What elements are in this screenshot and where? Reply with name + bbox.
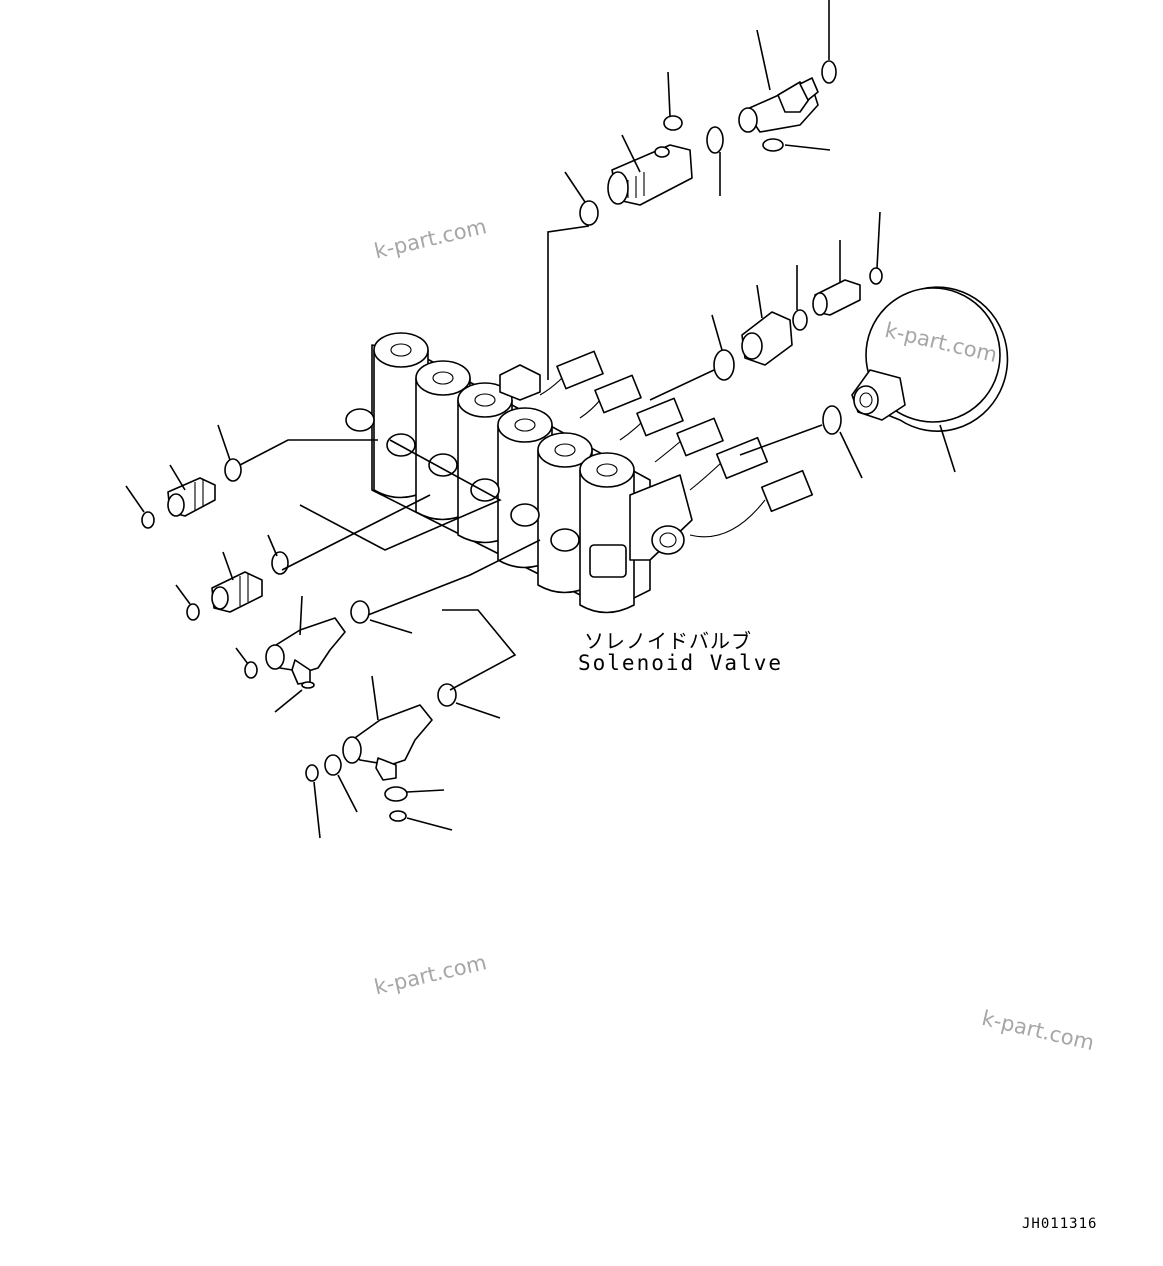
o-ring (389, 810, 407, 822)
connector (619, 397, 684, 441)
o-ring (437, 683, 457, 707)
o-ring (713, 349, 735, 381)
o-ring (822, 405, 842, 435)
o-ring (869, 267, 883, 285)
solenoid-coil (415, 360, 471, 521)
o-ring (271, 551, 289, 575)
elbow-fitting (342, 704, 433, 781)
o-ring (384, 786, 408, 802)
elbow-fitting (265, 617, 346, 689)
plug-fitting (741, 311, 793, 366)
o-ring (186, 603, 200, 621)
accumulator (851, 286, 1009, 432)
tee-fitting-top (607, 144, 693, 206)
o-ring (762, 138, 784, 152)
o-ring (141, 511, 155, 529)
connector (579, 374, 642, 419)
pressure-switch-fitting (738, 77, 819, 133)
o-ring (706, 126, 724, 154)
leader-lines (125, 0, 956, 839)
connector (689, 469, 814, 538)
drawing-number: JH011316 (1022, 1216, 1098, 1232)
o-ring (244, 661, 258, 679)
o-ring (663, 115, 683, 131)
o-ring (324, 754, 342, 776)
o-ring (305, 764, 319, 782)
o-ring (350, 600, 370, 624)
connector (539, 350, 604, 396)
nipple-fitting (211, 571, 263, 613)
connector (654, 417, 724, 463)
solenoid-coil (373, 332, 429, 499)
nipple-fitting (167, 477, 216, 517)
o-ring (579, 200, 599, 226)
solenoid-valve-label: Solenoid Valve (578, 651, 784, 675)
solenoid-coil (579, 452, 635, 614)
o-ring (792, 309, 808, 331)
solenoid-valve-block (345, 332, 693, 614)
solenoid-valve-label-jp: ソレノイドバルブ (584, 629, 752, 653)
o-ring (224, 458, 242, 482)
wire-connectors (539, 350, 814, 538)
adapter-fitting (812, 279, 861, 316)
o-ring (821, 60, 837, 84)
connector (689, 436, 769, 491)
